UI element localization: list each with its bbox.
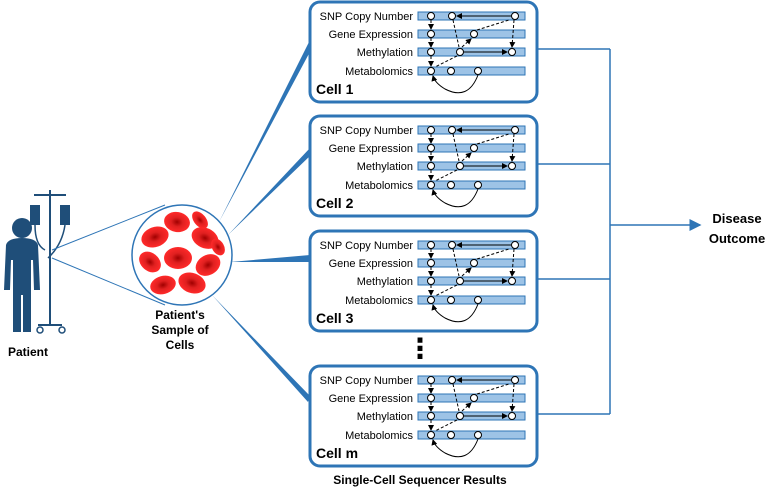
omics-node (427, 181, 435, 189)
omics-node (511, 376, 519, 384)
cell-label: Cell m (316, 445, 358, 461)
omics-row-label: Methylation (357, 411, 413, 423)
omics-row-label: Methylation (357, 276, 413, 288)
omics-row-label: Gene Expression (329, 29, 413, 41)
omics-node (511, 126, 519, 134)
omics-row-label: Metabolomics (345, 295, 413, 307)
omics-node (470, 394, 478, 402)
patient-figure (4, 190, 70, 334)
cell-label: Cell 1 (316, 81, 354, 97)
omics-node (448, 12, 456, 20)
red-blood-cells (139, 211, 225, 295)
omics-node (427, 30, 435, 38)
omics-node (508, 277, 516, 285)
omics-node (508, 162, 516, 170)
omics-node (427, 277, 435, 285)
relationship-arrows (428, 127, 516, 208)
omics-row-label: SNP Copy Number (320, 240, 414, 252)
omics-node (511, 241, 519, 249)
omics-node (448, 126, 456, 134)
omics-node (511, 12, 519, 20)
omics-node (456, 412, 464, 420)
omics-node (456, 277, 464, 285)
omics-row-label: Metabolomics (345, 180, 413, 192)
omics-node (456, 162, 464, 170)
omics-nodes (427, 376, 519, 439)
sample-label-line1: Patient's (155, 308, 205, 322)
omics-node (427, 412, 435, 420)
omics-node (427, 394, 435, 402)
ellipsis: ⋮ (406, 332, 434, 365)
omics-node (470, 30, 478, 38)
omics-row-label: Gene Expression (329, 258, 413, 270)
omics-node (508, 412, 516, 420)
omics-node (427, 126, 435, 134)
omics-row-label: SNP Copy Number (320, 11, 414, 23)
omics-node (456, 48, 464, 56)
outcome-label-line1: Disease (712, 211, 761, 226)
omics-row-label: Methylation (357, 47, 413, 59)
omics-row-label: Metabolomics (345, 430, 413, 442)
omics-node (448, 241, 456, 249)
omics-track-bar (417, 295, 526, 305)
omics-node (474, 181, 482, 189)
omics-row-label: SNP Copy Number (320, 375, 414, 387)
omics-node (447, 296, 455, 304)
omics-nodes (427, 126, 519, 189)
omics-nodes (427, 12, 519, 75)
sample-label-line2: Sample of (151, 323, 209, 337)
omics-node (427, 376, 435, 384)
omics-row-label: Metabolomics (345, 66, 413, 78)
patient-label: Patient (8, 345, 48, 359)
sample-to-cell-links (212, 40, 312, 402)
omics-track-bar (417, 430, 526, 440)
omics-row-label: Gene Expression (329, 393, 413, 405)
omics-node (474, 431, 482, 439)
omics-row-label: Methylation (357, 161, 413, 173)
omics-node (427, 144, 435, 152)
omics-node (427, 12, 435, 20)
omics-track-bar (417, 66, 526, 76)
omics-node (474, 296, 482, 304)
sample-label-line3: Cells (166, 338, 195, 352)
relationship-arrows (428, 242, 516, 323)
omics-node (447, 181, 455, 189)
outcome-bracket (537, 48, 702, 415)
omics-node (447, 67, 455, 75)
cell-label: Cell 3 (316, 310, 354, 326)
omics-node (427, 241, 435, 249)
omics-node (427, 162, 435, 170)
relationship-arrows (428, 377, 516, 458)
omics-nodes (427, 241, 519, 304)
omics-node (447, 431, 455, 439)
connector-line (51, 204, 166, 251)
footer-label: Single-Cell Sequencer Results (333, 473, 507, 487)
outcome-label-line2: Outcome (709, 231, 765, 246)
omics-row-label: SNP Copy Number (320, 125, 414, 137)
omics-node (427, 259, 435, 267)
omics-node (508, 48, 516, 56)
omics-row-label: Gene Expression (329, 143, 413, 155)
omics-node (427, 296, 435, 304)
omics-node (427, 431, 435, 439)
relationship-arrows (428, 13, 516, 94)
omics-track-bar (417, 180, 526, 190)
cell-label: Cell 2 (316, 195, 354, 211)
omics-node (448, 376, 456, 384)
connector-line (51, 257, 166, 306)
omics-node (474, 67, 482, 75)
omics-node (470, 144, 478, 152)
omics-node (427, 48, 435, 56)
omics-node (470, 259, 478, 267)
omics-node (427, 67, 435, 75)
